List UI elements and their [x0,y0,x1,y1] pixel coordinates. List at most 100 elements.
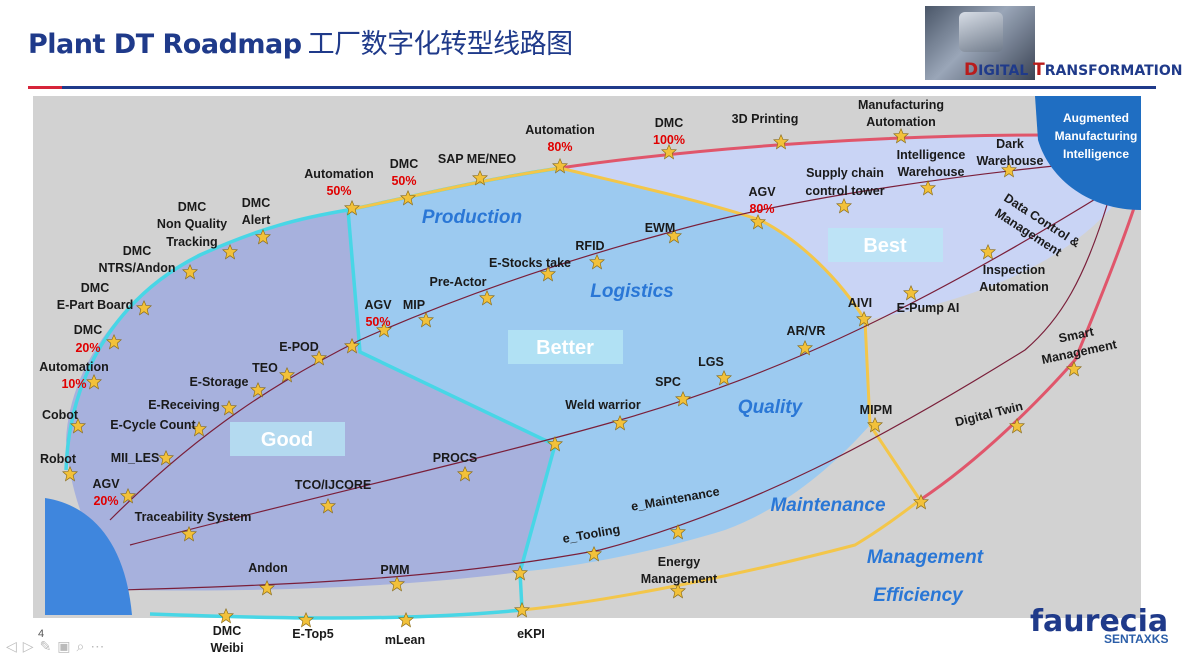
zone-management: Management [867,547,984,568]
ami-line-3: Intelligence [1063,147,1129,161]
best-top-curve [559,133,1051,170]
label-mip: MIP [403,298,425,312]
better-label: Better [536,337,594,359]
label-agv80: AGV [748,185,776,199]
label-agv50: AGV [364,298,392,312]
label-spc: SPC [655,375,681,389]
title-english: Plant DT Roadmap [28,29,302,60]
zone-production: Production [422,207,522,228]
label-pct50c: 50% [365,315,390,329]
label-intel-2: Warehouse [898,165,965,179]
digital-transformation-logo: DIGITAL TRANSFORMATION [964,60,1183,80]
label-pct50a: 50% [326,184,351,198]
label-nq-3: Tracking [166,235,217,249]
title-rule [28,86,1156,89]
next-slide-icon[interactable]: ▷ [22,638,40,654]
label-cobot: Cobot [42,408,79,422]
label-nq-1: DMC [178,200,206,214]
best-right-curve [919,204,1137,502]
good-badge [230,422,345,456]
good-bottom-curve [149,608,523,620]
label-teo: TEO [252,361,278,375]
label-energy-1: Energy [658,555,700,569]
zone-logistics: Logistics [590,281,673,302]
label-procs: PROCS [433,451,477,465]
more-icon[interactable]: ⋯ [90,638,111,654]
label-pct80b: 80% [749,202,774,216]
label-inspection-2: Automation [979,280,1048,294]
label-robot: Robot [40,452,77,466]
watermark: SENTAXKS [1104,632,1169,646]
zone-quality: Quality [738,397,804,418]
label-ewm: EWM [645,221,676,235]
label-dark-2: Warehouse [977,154,1044,168]
label-intel-1: Intelligence [897,148,966,162]
maintenance-line [119,194,1111,591]
label-miiles: MII_LES [111,451,160,465]
label-agv20: AGV [92,477,120,491]
label-pmm: PMM [380,563,409,577]
label-ekpi: eKPI [517,627,545,641]
better-badge [508,330,623,364]
label-preactor: Pre-Actor [430,275,487,289]
label-ecycle: E-Cycle Count [110,418,196,432]
label-weld: Weld warrior [565,398,641,412]
ami-arc [1035,96,1141,210]
label-alert-2: Alert [242,213,271,227]
label-aivi: AIVI [848,296,872,310]
zoom-icon[interactable]: ⌕ [76,638,91,654]
label-estorage: E-Storage [189,375,248,389]
label-energy-2: Management [641,572,718,586]
label-traceability: Traceability System [135,510,252,524]
label-pct100: 100% [653,133,685,147]
label-etop5: E-Top5 [292,627,333,641]
milestone-labels: Robot Cobot Automation 10% DMC 20% DMC E… [39,98,1119,655]
zone-maintenance: Maintenance [770,495,886,516]
label-dmc100: DMC [655,116,683,130]
label-automation10: Automation [39,360,108,374]
label-arvr: AR/VR [787,324,826,338]
good-region [66,210,555,591]
label-dmc50: DMC [390,157,418,171]
logistics-line [109,159,1116,521]
pen-icon[interactable]: ✎ [39,638,58,654]
better-region [348,168,870,572]
production-top-curve [347,166,561,212]
slide-nav-toolbar[interactable]: ◁▷✎▣⌕⋯ [6,638,110,655]
slides-icon[interactable]: ▣ [57,638,77,654]
faurecia-logo: faurecia [1030,604,1169,639]
label-pct80a: 80% [547,140,572,154]
label-epod: E-POD [279,340,319,354]
label-pct20b: 20% [93,494,118,508]
label-pct50b: 50% [391,174,416,188]
label-estocks: E-Stocks take [489,256,571,270]
label-dmcweibi-2: Weibi [210,641,243,655]
title-chinese: 工厂数字化转型线路图 [307,29,574,60]
label-rfid: RFID [575,239,604,253]
label-mfg-1: Manufacturing [858,98,944,112]
label-supply-1: Supply chain [806,166,884,180]
label-pct10: 10% [61,377,86,391]
label-ntrs-1: DMC [123,244,151,258]
ami-line-2: Manufacturing [1055,129,1138,143]
label-3dprinting: 3D Printing [732,112,799,126]
label-andon: Andon [248,561,288,575]
label-inspection-1: Inspection [983,263,1046,277]
best-badge [828,228,943,262]
label-dmcweibi-1: DMC [213,624,241,638]
label-tco: TCO/IJCORE [295,478,371,492]
label-automation50: Automation [304,167,373,181]
label-dark-1: Dark [996,137,1024,151]
label-ereceiving: E-Receiving [148,398,220,412]
label-epart-2: E-Part Board [57,298,133,312]
label-ntrs-2: NTRS/Andon [98,261,175,275]
label-supply-2: control tower [805,184,884,198]
label-pct20: 20% [75,341,100,355]
ami-line-1: Augmented [1063,111,1129,125]
label-mipm: MIPM [860,403,893,417]
best-region [560,135,1118,320]
robot-arm-shape [959,12,1003,52]
prev-slide-icon[interactable]: ◁ [6,638,23,654]
